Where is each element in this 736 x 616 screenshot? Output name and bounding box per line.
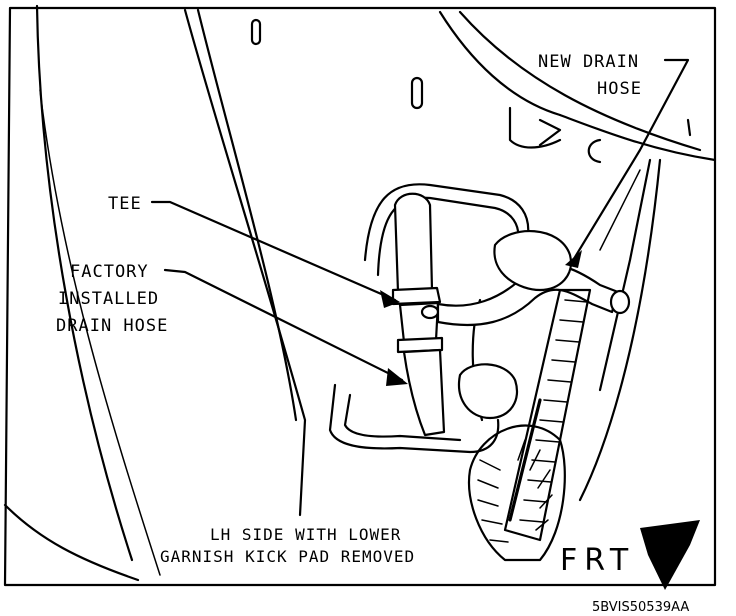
frt-label: FRT (560, 543, 635, 578)
factory-label-line1: FACTORY (70, 262, 149, 282)
caption-line1: LH SIDE WITH LOWER (210, 525, 401, 544)
body-panel-lines (3, 4, 717, 582)
new-drain-hose-label-line2: HOSE (597, 79, 642, 99)
factory-label-line3: DRAIN HOSE (56, 316, 168, 336)
factory-label-line2: INSTALLED (58, 289, 159, 309)
figure-code: 5BVIS50539AA (592, 600, 689, 615)
caption-line2: GARNISH KICK PAD REMOVED (160, 547, 415, 566)
figure-frame (3, 6, 717, 587)
grommets (457, 229, 573, 420)
new-drain-hose (436, 263, 631, 327)
tee-label: TEE (108, 194, 142, 214)
new-drain-hose-label-line1: NEW DRAIN (538, 52, 639, 72)
leader-lines (150, 58, 690, 386)
panel-slots (250, 18, 602, 164)
front-direction-arrow-icon (640, 520, 700, 590)
factory-drain-tube (391, 192, 446, 437)
corrugated-loom (468, 288, 592, 562)
